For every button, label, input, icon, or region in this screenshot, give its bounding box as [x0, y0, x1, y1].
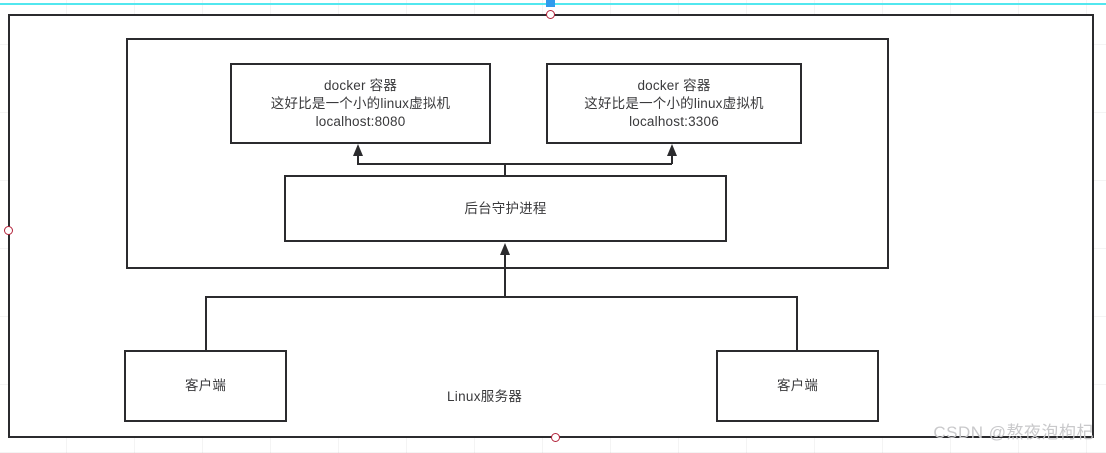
docker-container-2[interactable]: docker 容器 这好比是一个小的linux虚拟机 localhost:330… — [546, 63, 802, 144]
connector-container-bus — [357, 163, 672, 165]
container-2-description: 这好比是一个小的linux虚拟机 — [584, 95, 764, 111]
container-1-description: 这好比是一个小的linux虚拟机 — [270, 95, 451, 111]
csdn-watermark: CSDN @熬夜泡枸杞 — [933, 423, 1094, 442]
connector-client-bus — [205, 296, 798, 298]
arrowhead-into-daemon-icon — [500, 243, 510, 255]
handle-top-center[interactable] — [546, 10, 555, 19]
linux-server-label: Linux服务器 — [447, 389, 523, 404]
handle-left-middle[interactable] — [4, 226, 13, 235]
connector-daemon-to-bus — [504, 163, 506, 176]
container-1-address: localhost:8080 — [315, 113, 406, 129]
connector-bus-to-client-left — [205, 296, 207, 350]
docker-container-1[interactable]: docker 容器 这好比是一个小的linux虚拟机 localhost:808… — [230, 63, 491, 144]
arrowhead-into-container-2-icon — [667, 144, 677, 156]
client-left-label: 客户端 — [184, 378, 227, 393]
guide-marker-icon — [546, 0, 555, 7]
connector-bus-to-container-1 — [357, 150, 359, 164]
container-1-title: docker 容器 — [323, 77, 398, 93]
daemon-process-box[interactable]: 后台守护进程 — [284, 175, 727, 242]
client-box-right[interactable]: 客户端 — [716, 350, 879, 422]
client-box-left[interactable]: 客户端 — [124, 350, 287, 422]
connector-bus-to-daemon — [504, 255, 506, 297]
connector-bus-to-container-2 — [671, 150, 673, 164]
daemon-process-label: 后台守护进程 — [464, 200, 547, 216]
connector-bus-to-client-right — [796, 296, 798, 350]
handle-bottom-center[interactable] — [551, 433, 560, 442]
client-right-label: 客户端 — [776, 378, 819, 393]
container-2-title: docker 容器 — [637, 77, 711, 93]
arrowhead-into-container-1-icon — [353, 144, 363, 156]
container-2-address: localhost:3306 — [629, 113, 719, 129]
